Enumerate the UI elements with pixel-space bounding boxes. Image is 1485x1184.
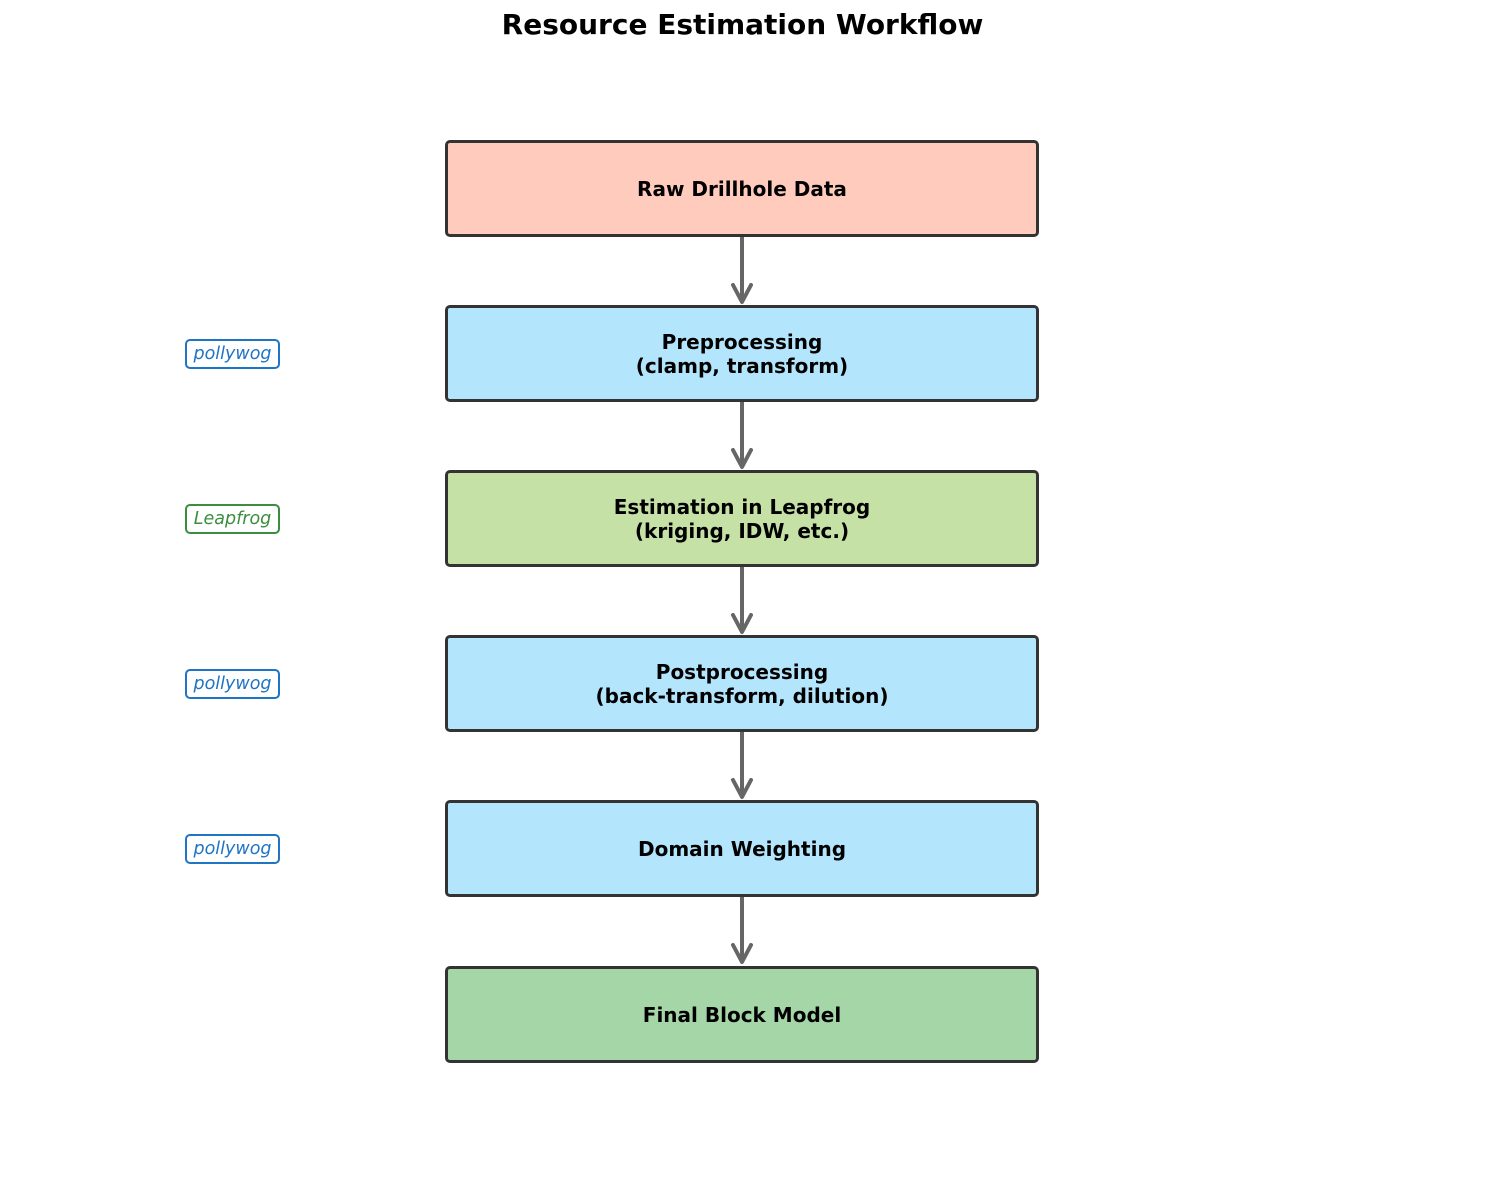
arrow-4	[731, 732, 753, 799]
step-domain-weighting: Domain Weighting	[445, 800, 1039, 897]
step-postprocessing: Postprocessing (back-transform, dilution…	[445, 635, 1039, 732]
diagram-title: Resource Estimation Workflow	[501, 8, 984, 41]
tool-label-leapfrog-estimation: Leapfrog	[185, 504, 280, 534]
arrow-5	[731, 897, 753, 964]
step-raw-drillhole-data: Raw Drillhole Data	[445, 140, 1039, 237]
arrow-3	[731, 567, 753, 634]
arrow-2	[731, 402, 753, 469]
tool-label-pollywog-domain-weighting: pollywog	[185, 834, 280, 864]
step-estimation-leapfrog: Estimation in Leapfrog (kriging, IDW, et…	[445, 470, 1039, 567]
step-preprocessing: Preprocessing (clamp, transform)	[445, 305, 1039, 402]
arrow-1	[731, 237, 753, 304]
tool-label-pollywog-preprocessing: pollywog	[185, 339, 280, 369]
tool-label-pollywog-postprocessing: pollywog	[185, 669, 280, 699]
step-final-block-model: Final Block Model	[445, 966, 1039, 1063]
